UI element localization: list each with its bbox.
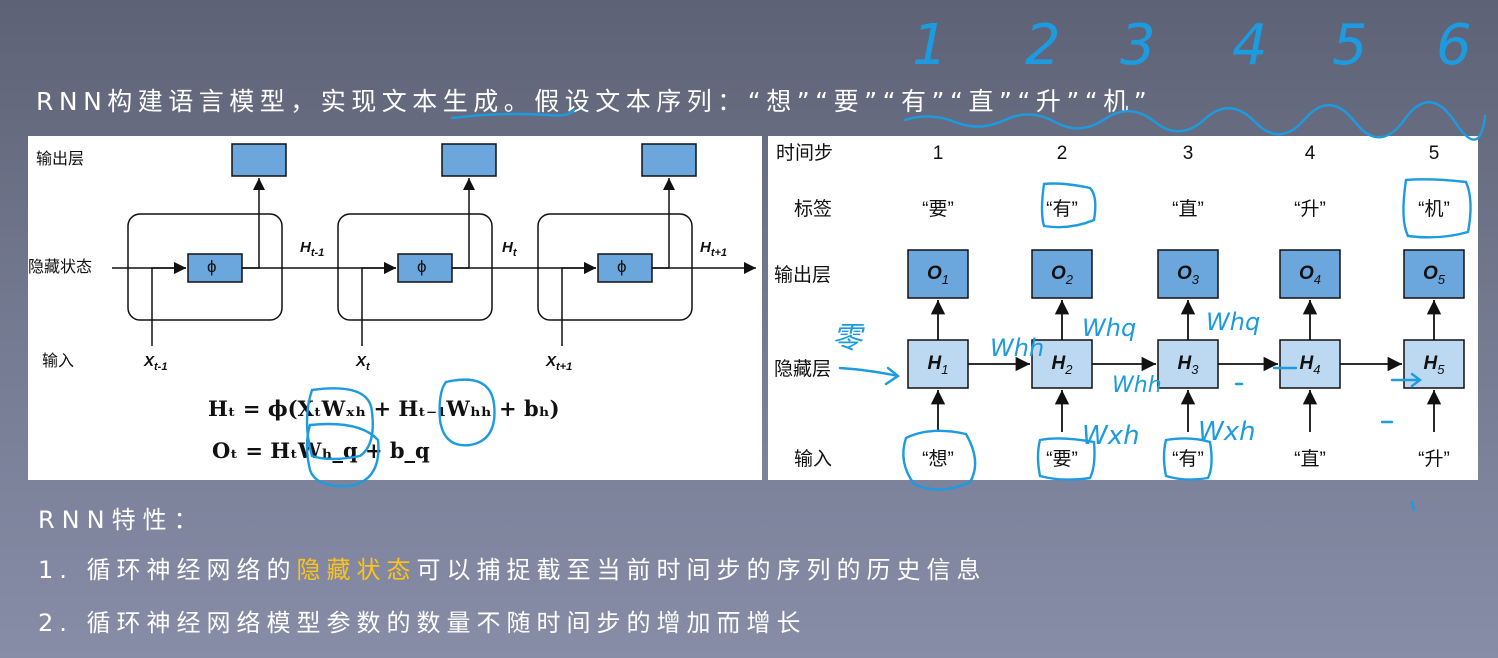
timestep-diagram-svg bbox=[907, 249, 1465, 432]
highlight-hidden-state: 隐藏状态 bbox=[296, 556, 417, 584]
output-layer-label: 输出层 bbox=[36, 151, 85, 168]
output-box-1 bbox=[907, 249, 969, 299]
annotation-number-6: 6 bbox=[1436, 13, 1472, 78]
row-label-timestep: 时间步 bbox=[776, 143, 834, 164]
formula-hidden-state: Hₜ = ϕ(XₜWₓₕ + Hₜ₋₁Wₕₕ + bₕ) bbox=[208, 396, 560, 421]
target-2: “有” bbox=[1046, 199, 1078, 220]
row-label-target: 标签 bbox=[794, 199, 833, 220]
rnn-cell-diagram-svg bbox=[112, 143, 756, 346]
annotation-number-3: 3 bbox=[1120, 13, 1156, 78]
row-label-hidden: 隐藏层 bbox=[774, 359, 832, 380]
output-box-3 bbox=[1157, 249, 1219, 299]
output-box-5 bbox=[1403, 249, 1465, 299]
input-label: 输入 bbox=[42, 353, 75, 370]
title-prefix: RNN构建语言模型，实现文本生成。假设文本序列： bbox=[36, 87, 748, 116]
timestep-2: 2 bbox=[1056, 143, 1068, 164]
target-3: “直” bbox=[1172, 199, 1204, 220]
row-label-output: 输出层 bbox=[774, 265, 832, 286]
cell-frame-3 bbox=[537, 213, 693, 321]
target-1: “要” bbox=[922, 199, 954, 220]
input-1: “想” bbox=[922, 449, 954, 470]
input-2: “要” bbox=[1046, 449, 1078, 470]
annotation-number-5: 5 bbox=[1332, 13, 1368, 78]
output-label-1: O1 bbox=[926, 263, 949, 287]
hidden-label-2: Ht bbox=[502, 239, 517, 259]
output-label-5: O5 bbox=[1422, 263, 1445, 287]
cell-frame-2 bbox=[337, 213, 493, 321]
target-5: “机” bbox=[1418, 199, 1450, 220]
input-label-1: Xt-1 bbox=[144, 353, 168, 373]
output-box-1 bbox=[231, 143, 287, 177]
timestep-5: 5 bbox=[1428, 143, 1440, 164]
hidden-label-3: Ht+1 bbox=[700, 239, 728, 259]
input-label-3: Xt+1 bbox=[546, 353, 573, 373]
input-3: “有” bbox=[1172, 449, 1204, 470]
hidden-label-5: H5 bbox=[1423, 353, 1445, 377]
phi-box-2 bbox=[397, 253, 453, 283]
properties-heading: RNN特性： bbox=[38, 506, 205, 534]
timestep-4: 4 bbox=[1304, 143, 1316, 164]
input-label-2: Xt bbox=[356, 353, 370, 373]
output-box-4 bbox=[1279, 249, 1341, 299]
formula-output: Oₜ = HₜWₕ_q + b_q bbox=[212, 438, 430, 463]
hidden-label-1: Ht-1 bbox=[300, 239, 325, 259]
row-label-input: 输入 bbox=[794, 449, 833, 470]
phi-box-3 bbox=[597, 253, 653, 283]
title-sequence: “想”“要”“有”“直”“升”“机” bbox=[747, 87, 1153, 116]
phi-box-1 bbox=[187, 253, 243, 283]
hidden-label-2: H2 bbox=[1051, 353, 1073, 377]
timestep-1: 1 bbox=[932, 143, 944, 164]
phi-symbol-2: ϕ bbox=[417, 257, 427, 276]
hidden-label-3: H3 bbox=[1177, 353, 1199, 377]
output-box-3 bbox=[641, 143, 697, 177]
target-4: “升” bbox=[1294, 199, 1326, 220]
input-5: “升” bbox=[1418, 449, 1450, 470]
phi-symbol-3: ϕ bbox=[617, 257, 627, 276]
output-box-2 bbox=[1031, 249, 1093, 299]
hidden-label-4: H4 bbox=[1299, 353, 1321, 377]
annotation-number-4: 4 bbox=[1232, 13, 1268, 78]
input-4: “直” bbox=[1294, 449, 1326, 470]
dash-mark-3 bbox=[1410, 500, 1416, 512]
annotation-number-2: 2 bbox=[1025, 13, 1061, 78]
slide-title: RNN构建语言模型，实现文本生成。假设文本序列：“想”“要”“有”“直”“升”“… bbox=[36, 82, 1152, 118]
property-point-1: 1. 循环神经网络的隐藏状态可以捕捉截至当前时间步的序列的历史信息 bbox=[38, 556, 987, 584]
annotation-number-1: 1 bbox=[912, 13, 948, 78]
property-point-2: 2. 循环神经网络模型参数的数量不随时间步的增加而增长 bbox=[38, 609, 807, 637]
phi-symbol-1: ϕ bbox=[207, 257, 217, 276]
cell-frame-1 bbox=[127, 213, 283, 321]
rnn-unrolled-diagram: 输出层 隐藏状态 输入 ϕ ϕ ϕ Ht-1 Ht Ht+1 Xt-1 Xt X… bbox=[28, 136, 762, 480]
hidden-state-label: 隐藏状态 bbox=[28, 259, 93, 276]
output-label-4: O4 bbox=[1298, 263, 1321, 287]
output-box-2 bbox=[441, 143, 497, 177]
output-label-3: O3 bbox=[1176, 263, 1199, 287]
output-label-2: O2 bbox=[1050, 263, 1073, 287]
hidden-label-1: H1 bbox=[927, 353, 949, 377]
timestep-3: 3 bbox=[1182, 143, 1194, 164]
